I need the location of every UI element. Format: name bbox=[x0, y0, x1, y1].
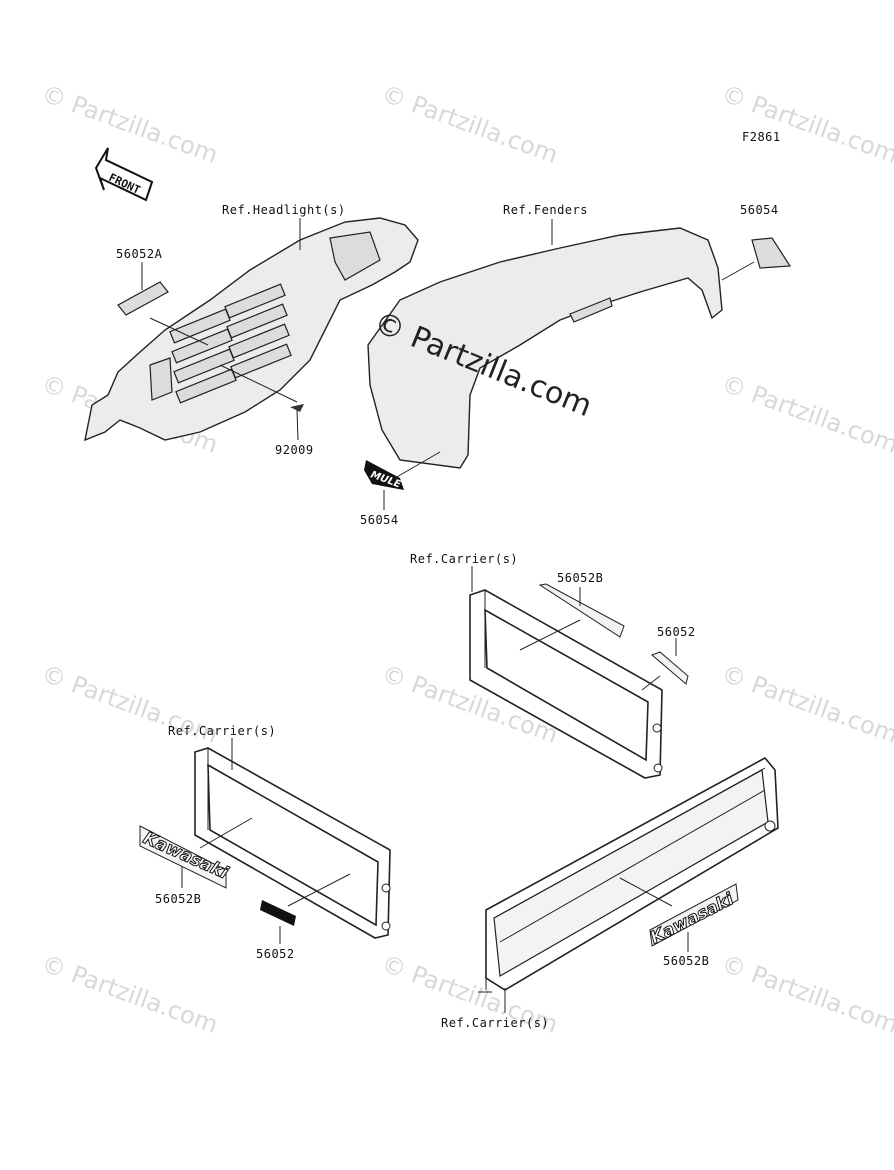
callout-92009: 92009 bbox=[275, 443, 314, 457]
callout-56054-bottom: 56054 bbox=[360, 513, 399, 527]
callout-56052B-top: 56052B bbox=[557, 571, 603, 585]
watermark-text: © Partzilla.com bbox=[718, 79, 894, 169]
decal-56052A bbox=[117, 281, 169, 316]
callout-ref-carrier-top: Ref.Carrier(s) bbox=[410, 552, 518, 566]
kawasaki-decal-text: Kawasaki bbox=[140, 828, 232, 884]
callout-56052B-left: 56052B bbox=[155, 892, 201, 906]
decal-56054-mule: MULE bbox=[364, 460, 404, 491]
callout-ref-carrier-bottom: Ref.Carrier(s) bbox=[441, 1016, 549, 1030]
callout-56052-right: 56052 bbox=[657, 625, 696, 639]
grille-slots bbox=[169, 283, 292, 404]
callout-ref-fenders: Ref.Fenders bbox=[503, 203, 588, 217]
watermark-text: © Partzilla.com bbox=[38, 79, 222, 169]
carrier-panel-rear bbox=[469, 589, 663, 779]
carrier-panel-left bbox=[194, 747, 391, 939]
screw-92009 bbox=[290, 404, 304, 441]
tailgate-part bbox=[478, 756, 779, 993]
callout-ref-headlight: Ref.Headlight(s) bbox=[222, 203, 346, 217]
callout-56052-left: 56052 bbox=[256, 947, 295, 961]
watermark-text: © Partzilla.com bbox=[718, 659, 894, 749]
callout-56052B-right: 56052B bbox=[663, 954, 709, 968]
callout-ref-carrier-left: Ref.Carrier(s) bbox=[168, 724, 276, 738]
decal-56052B-top bbox=[538, 583, 625, 638]
decal-56052-right bbox=[651, 651, 689, 685]
decal-56054-rear bbox=[751, 237, 792, 269]
figure-code: F2861 bbox=[742, 130, 781, 144]
watermark-text: © Partzilla.com bbox=[378, 79, 562, 169]
front-hood-part bbox=[84, 217, 419, 442]
watermark-text: © Partzilla.com bbox=[718, 949, 894, 1039]
watermark-text: © Partzilla.com bbox=[718, 369, 894, 459]
decal-56052B-kawasaki-right: Kawasaki bbox=[647, 883, 739, 949]
fender-part bbox=[367, 227, 723, 469]
callout-56052A: 56052A bbox=[116, 247, 163, 261]
watermark-text: © Partzilla.com bbox=[38, 949, 222, 1039]
decal-56052-left bbox=[260, 900, 296, 926]
callout-56054-top: 56054 bbox=[740, 203, 779, 217]
front-arrow-icon: FRONT bbox=[94, 147, 154, 202]
